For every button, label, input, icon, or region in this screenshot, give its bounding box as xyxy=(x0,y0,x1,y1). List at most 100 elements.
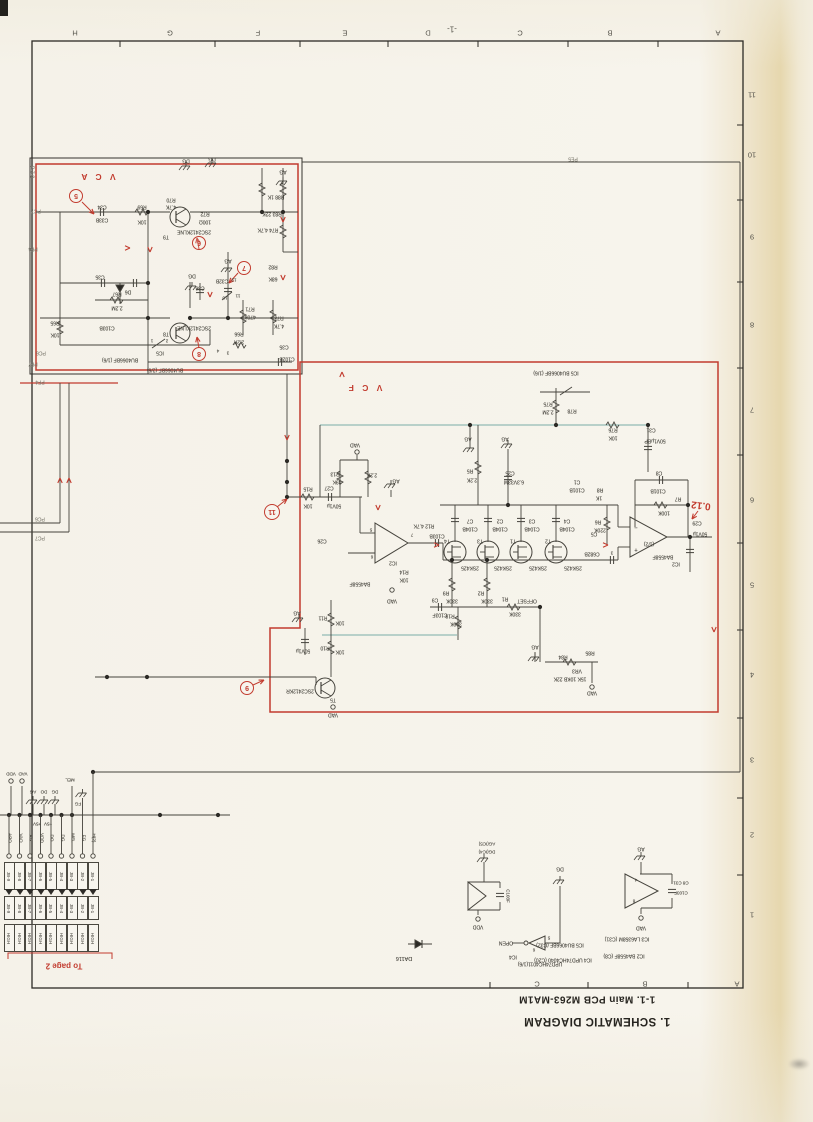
component-label: VAD xyxy=(636,924,646,931)
component-label: VAD xyxy=(328,711,338,718)
component-label: 1K xyxy=(595,494,603,501)
ground xyxy=(480,857,485,863)
ground xyxy=(55,799,60,805)
component-label: DG xyxy=(208,155,216,162)
connector-signal-label: DO xyxy=(49,834,55,842)
resistor xyxy=(257,182,267,197)
section-label: V C A xyxy=(78,172,116,182)
component-label: 100Ω xyxy=(198,218,212,225)
jb-label: JB-4 xyxy=(59,903,65,913)
ground xyxy=(633,855,638,861)
connector-box: JB-4 xyxy=(56,862,67,890)
component-label: R10 xyxy=(320,644,330,651)
junction-dot xyxy=(537,604,543,610)
ground xyxy=(462,447,467,453)
connector-box: JB-8 xyxy=(14,896,25,920)
ground xyxy=(192,285,197,291)
component-label: AG xyxy=(293,609,301,616)
ground xyxy=(220,267,225,273)
junction-dot xyxy=(505,502,511,508)
component-label: 100K xyxy=(658,509,670,516)
connector-box: JB-3 xyxy=(66,896,78,920)
grid-letter: C xyxy=(534,979,540,989)
scan-edge-shadow xyxy=(0,0,8,16)
ground xyxy=(184,285,189,291)
connector-signal-label: DG xyxy=(59,834,65,842)
component-label: 470K xyxy=(244,313,256,320)
ground xyxy=(44,799,49,805)
connector-signal-label: VAD xyxy=(17,833,23,843)
junction-dot xyxy=(259,209,265,215)
resistor xyxy=(326,640,336,655)
component-label: 4 xyxy=(634,877,638,883)
resistor xyxy=(300,492,315,502)
red-arrow xyxy=(280,274,286,281)
junction-dot xyxy=(687,534,693,540)
component-label: T5 xyxy=(330,696,336,703)
junction-dot xyxy=(157,812,163,818)
red-arrow xyxy=(228,277,235,284)
page-number: -1- xyxy=(447,24,457,34)
connector-arrow xyxy=(15,889,24,895)
component-label: PF4 xyxy=(35,378,45,385)
junction-dot xyxy=(145,315,151,321)
ground xyxy=(212,162,217,168)
jb-label: JB-5 xyxy=(48,903,54,913)
ground xyxy=(188,285,193,291)
component-label: C103B xyxy=(429,532,445,539)
connector-box: JB-7 xyxy=(24,862,36,890)
component-label: 5 xyxy=(369,527,373,533)
resistor xyxy=(268,309,278,324)
component-label: R88 1K xyxy=(267,193,285,200)
callout-leader xyxy=(691,510,699,520)
npn-transistor xyxy=(320,689,332,697)
terminal xyxy=(19,778,25,784)
wire xyxy=(559,386,573,396)
resistor xyxy=(278,224,288,239)
component-label: 5 xyxy=(547,935,551,941)
grid-letter: A xyxy=(715,28,721,38)
component-label: IC2 xyxy=(672,560,680,567)
diode xyxy=(414,939,424,949)
connector-box: HIGH xyxy=(35,924,46,952)
ground xyxy=(29,799,34,805)
grid-number: 3 xyxy=(749,755,755,765)
component-label: C34 xyxy=(97,203,107,210)
connector-signal-label: APO xyxy=(7,833,13,843)
component-label: IC2 BA4558F (C8) xyxy=(603,952,645,959)
ground xyxy=(25,799,30,805)
red-arrow xyxy=(711,626,717,633)
component-label: DG xyxy=(182,157,190,164)
resistor xyxy=(232,340,247,350)
component-label: R15 xyxy=(303,485,313,492)
grid-letter: D xyxy=(425,28,431,38)
component-label: 2SC2412KLNE xyxy=(177,228,211,235)
component-label: C104B xyxy=(559,525,575,532)
component-label: BA4558F xyxy=(349,580,371,587)
ground xyxy=(556,879,561,885)
ground xyxy=(178,165,183,171)
resistor xyxy=(605,420,620,430)
wire xyxy=(221,291,233,301)
resistor xyxy=(238,309,248,324)
component-label: 68K xyxy=(268,275,278,282)
callout-leader xyxy=(196,336,200,349)
component-label: AG xyxy=(392,477,400,484)
ground xyxy=(204,162,209,168)
component-label: C102B xyxy=(279,355,295,362)
ground xyxy=(224,267,229,273)
grid-letter: H xyxy=(72,28,78,38)
resistor xyxy=(134,207,149,217)
component-label: C8 xyxy=(655,469,663,476)
to-page-label: To page 2 xyxy=(45,961,83,971)
red-arrow xyxy=(57,477,63,484)
component-label: IC2 xyxy=(389,559,397,566)
component-label: 10K xyxy=(608,434,618,441)
component-label: BU4066BF (2/6) xyxy=(146,366,184,373)
grid-number: 1 xyxy=(749,910,755,920)
connector-signal-label: FG xyxy=(80,834,86,842)
component-label: VDD xyxy=(472,923,484,930)
red-arrow xyxy=(66,477,72,484)
component-label: C27 xyxy=(324,484,334,491)
junction-dot xyxy=(280,209,286,215)
